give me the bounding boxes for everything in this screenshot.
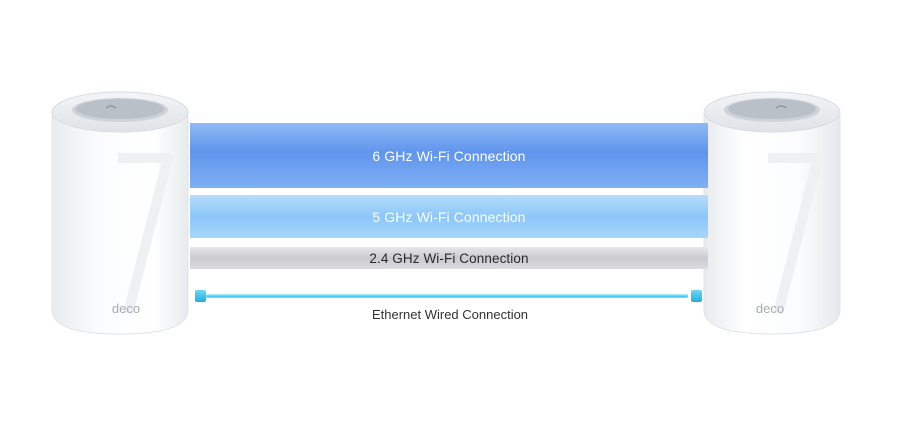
band-24ghz-label: 2.4 GHz Wi-Fi Connection bbox=[369, 250, 529, 266]
ethernet-plug-right bbox=[691, 290, 702, 302]
deco-unit-left: deco bbox=[51, 91, 189, 335]
ethernet-cable bbox=[206, 294, 688, 298]
band-5ghz: 5 GHz Wi-Fi Connection bbox=[190, 195, 708, 238]
ethernet-label: Ethernet Wired Connection bbox=[371, 307, 529, 322]
ethernet-plug-left bbox=[195, 290, 206, 302]
band-6ghz: 6 GHz Wi-Fi Connection bbox=[190, 123, 708, 188]
deco-unit-right: deco bbox=[703, 91, 841, 335]
band-5ghz-label: 5 GHz Wi-Fi Connection bbox=[372, 208, 526, 225]
band-6ghz-label: 6 GHz Wi-Fi Connection bbox=[372, 147, 526, 164]
deco-logo: deco bbox=[112, 301, 140, 316]
deco-logo: deco bbox=[756, 301, 784, 316]
band-24ghz: 2.4 GHz Wi-Fi Connection bbox=[190, 247, 708, 269]
